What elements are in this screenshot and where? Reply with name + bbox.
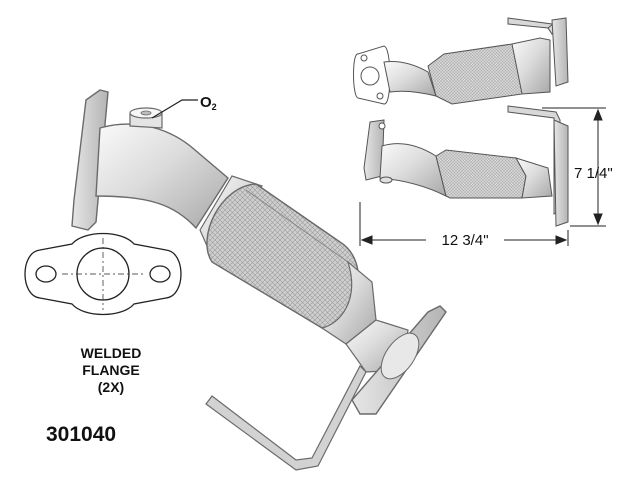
- height-dimension-label: 7 1/4": [574, 165, 613, 182]
- inset-side-outlet-flange: [553, 119, 569, 227]
- main-converter-illustration: [71, 89, 447, 471]
- length-dimension: [359, 202, 569, 246]
- inset-top-outlet-flange: [551, 17, 569, 87]
- o2-leader-line: [151, 99, 198, 119]
- inset-view-side: [363, 105, 569, 227]
- inlet-flange: [71, 89, 109, 231]
- part-number: 301040: [46, 423, 116, 446]
- flange-note-line1: WELDED: [81, 345, 142, 361]
- inset-view-top: [353, 17, 569, 105]
- flange-centerlines: [62, 238, 144, 310]
- flange-note-line3: (2X): [98, 379, 124, 395]
- inset-side-outlet: [514, 157, 553, 199]
- inset-side-flange: [363, 119, 385, 181]
- outlet-cone: [320, 260, 377, 345]
- inset-top-outlet: [511, 37, 551, 95]
- support-bracket: [205, 364, 367, 471]
- converter-seam: [245, 189, 349, 263]
- flange-bolt-hole-left: [35, 265, 57, 283]
- inset-top-body: [427, 43, 523, 105]
- inset-top-bracket: [507, 17, 557, 35]
- o2-sensor-label: O2: [200, 94, 217, 112]
- o2-sensor-label-subscript: 2: [212, 102, 217, 112]
- o2-sensor-bung: [129, 107, 163, 129]
- inlet-pipe: [95, 123, 229, 230]
- converter-body: [206, 183, 360, 329]
- o2-sensor-label-main: O: [200, 94, 212, 111]
- height-dimension: [542, 107, 606, 227]
- inset-side-body: [435, 149, 527, 199]
- flange-note-line2: FLANGE: [82, 362, 140, 378]
- inset-side-pipe: [379, 143, 447, 197]
- flange-detail-drawing: [24, 232, 182, 316]
- outlet-flange-bore: [380, 332, 420, 380]
- length-dimension-label: 12 3/4": [441, 232, 488, 249]
- flange-bolt-hole-right: [149, 265, 171, 283]
